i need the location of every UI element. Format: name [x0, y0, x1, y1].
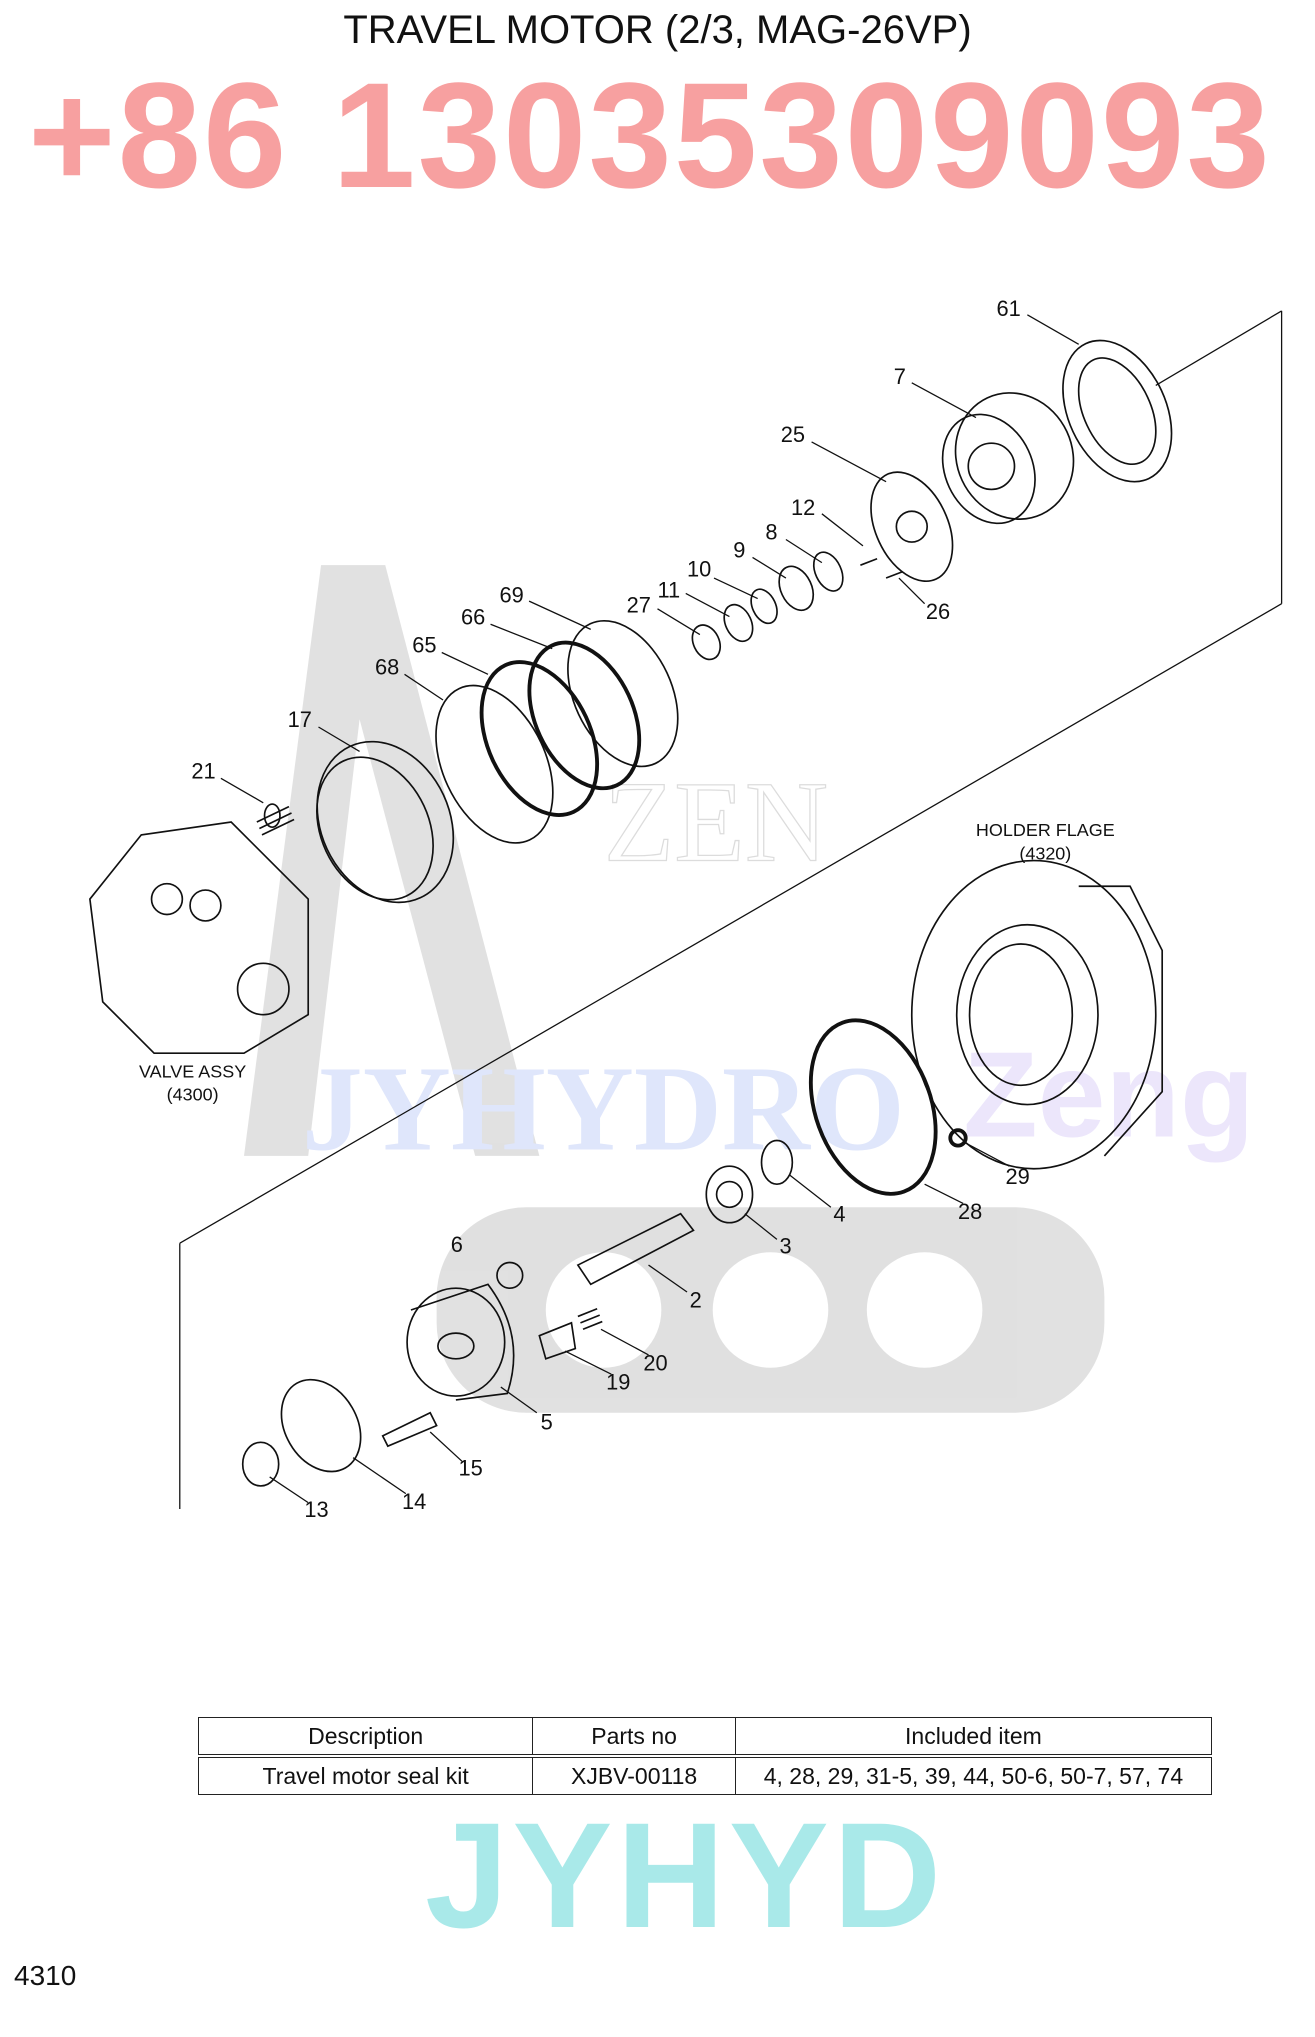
callout-5: 5: [541, 1409, 553, 1434]
cell-included-item: 4, 28, 29, 31-5, 39, 44, 50-6, 50-7, 57,…: [734, 1755, 1213, 1795]
frame-lines: [179, 310, 1283, 1510]
watermark-zeng: Zeng: [963, 1027, 1254, 1163]
table-row: Travel motor seal kit XJBV-00118 4, 28, …: [197, 1755, 1213, 1795]
callout-29: 29: [1006, 1164, 1030, 1189]
callout-2: 2: [690, 1287, 702, 1312]
upper-parts: [89, 339, 1173, 1196]
callout-10: 10: [687, 557, 711, 582]
callout-14: 14: [402, 1489, 426, 1514]
callout-65: 65: [412, 633, 436, 658]
callout-3: 3: [779, 1234, 791, 1259]
leader-lines: [220, 314, 1080, 1504]
cell-description: Travel motor seal kit: [197, 1755, 534, 1795]
logo-watermark: ZEN: [243, 565, 1105, 1413]
watermark-jyhyd: JYHYD: [425, 1791, 946, 1959]
callout-9: 9: [733, 537, 745, 562]
callouts: 61 7 25 12 8 9 10 11 27 26 69 66 65 68 1…: [139, 296, 1115, 1522]
watermark-jyhydro: JYHYDRO: [302, 1041, 905, 1176]
header-parts-no: Parts no: [532, 1717, 736, 1758]
cell-parts-no: XJBV-00118: [532, 1755, 736, 1795]
callout-69: 69: [500, 582, 524, 607]
callout-13: 13: [304, 1497, 328, 1522]
page-number: 4310: [14, 1960, 77, 1991]
callout-21: 21: [191, 758, 215, 783]
seal-kit-table: Description Parts no Included item Trave…: [197, 1717, 1213, 1795]
callout-61: 61: [997, 296, 1021, 321]
callout-7: 7: [894, 364, 906, 389]
holder-flange-code: (4320): [1019, 843, 1071, 863]
callout-12: 12: [791, 495, 815, 520]
callout-15: 15: [458, 1456, 482, 1481]
header-included-item: Included item: [734, 1717, 1213, 1758]
callout-27: 27: [627, 593, 651, 618]
callout-20: 20: [643, 1350, 667, 1375]
callout-28: 28: [958, 1199, 982, 1224]
phone-watermark: +86 13035309093: [28, 51, 1272, 219]
callout-8: 8: [765, 520, 777, 545]
callout-6: 6: [451, 1232, 463, 1257]
valve-assy-label: VALVE ASSY: [139, 1062, 246, 1082]
table-header-row: Description Parts no Included item: [197, 1717, 1213, 1758]
callout-25: 25: [781, 422, 805, 447]
callout-11: 11: [658, 577, 681, 602]
holder-flange-label: HOLDER FLAGE: [976, 820, 1115, 840]
callout-26: 26: [926, 599, 950, 624]
callout-4: 4: [833, 1201, 845, 1226]
lower-parts: [241, 1139, 794, 1487]
callout-19: 19: [606, 1370, 630, 1395]
callout-68: 68: [375, 654, 399, 679]
page-title: TRAVEL MOTOR (2/3, MAG-26VP): [343, 8, 972, 52]
callout-17: 17: [288, 707, 312, 732]
valve-assy-code: (4300): [167, 1085, 219, 1105]
svg-text:ZEN: ZEN: [604, 758, 829, 886]
header-description: Description: [197, 1717, 534, 1758]
callout-66: 66: [461, 604, 485, 629]
